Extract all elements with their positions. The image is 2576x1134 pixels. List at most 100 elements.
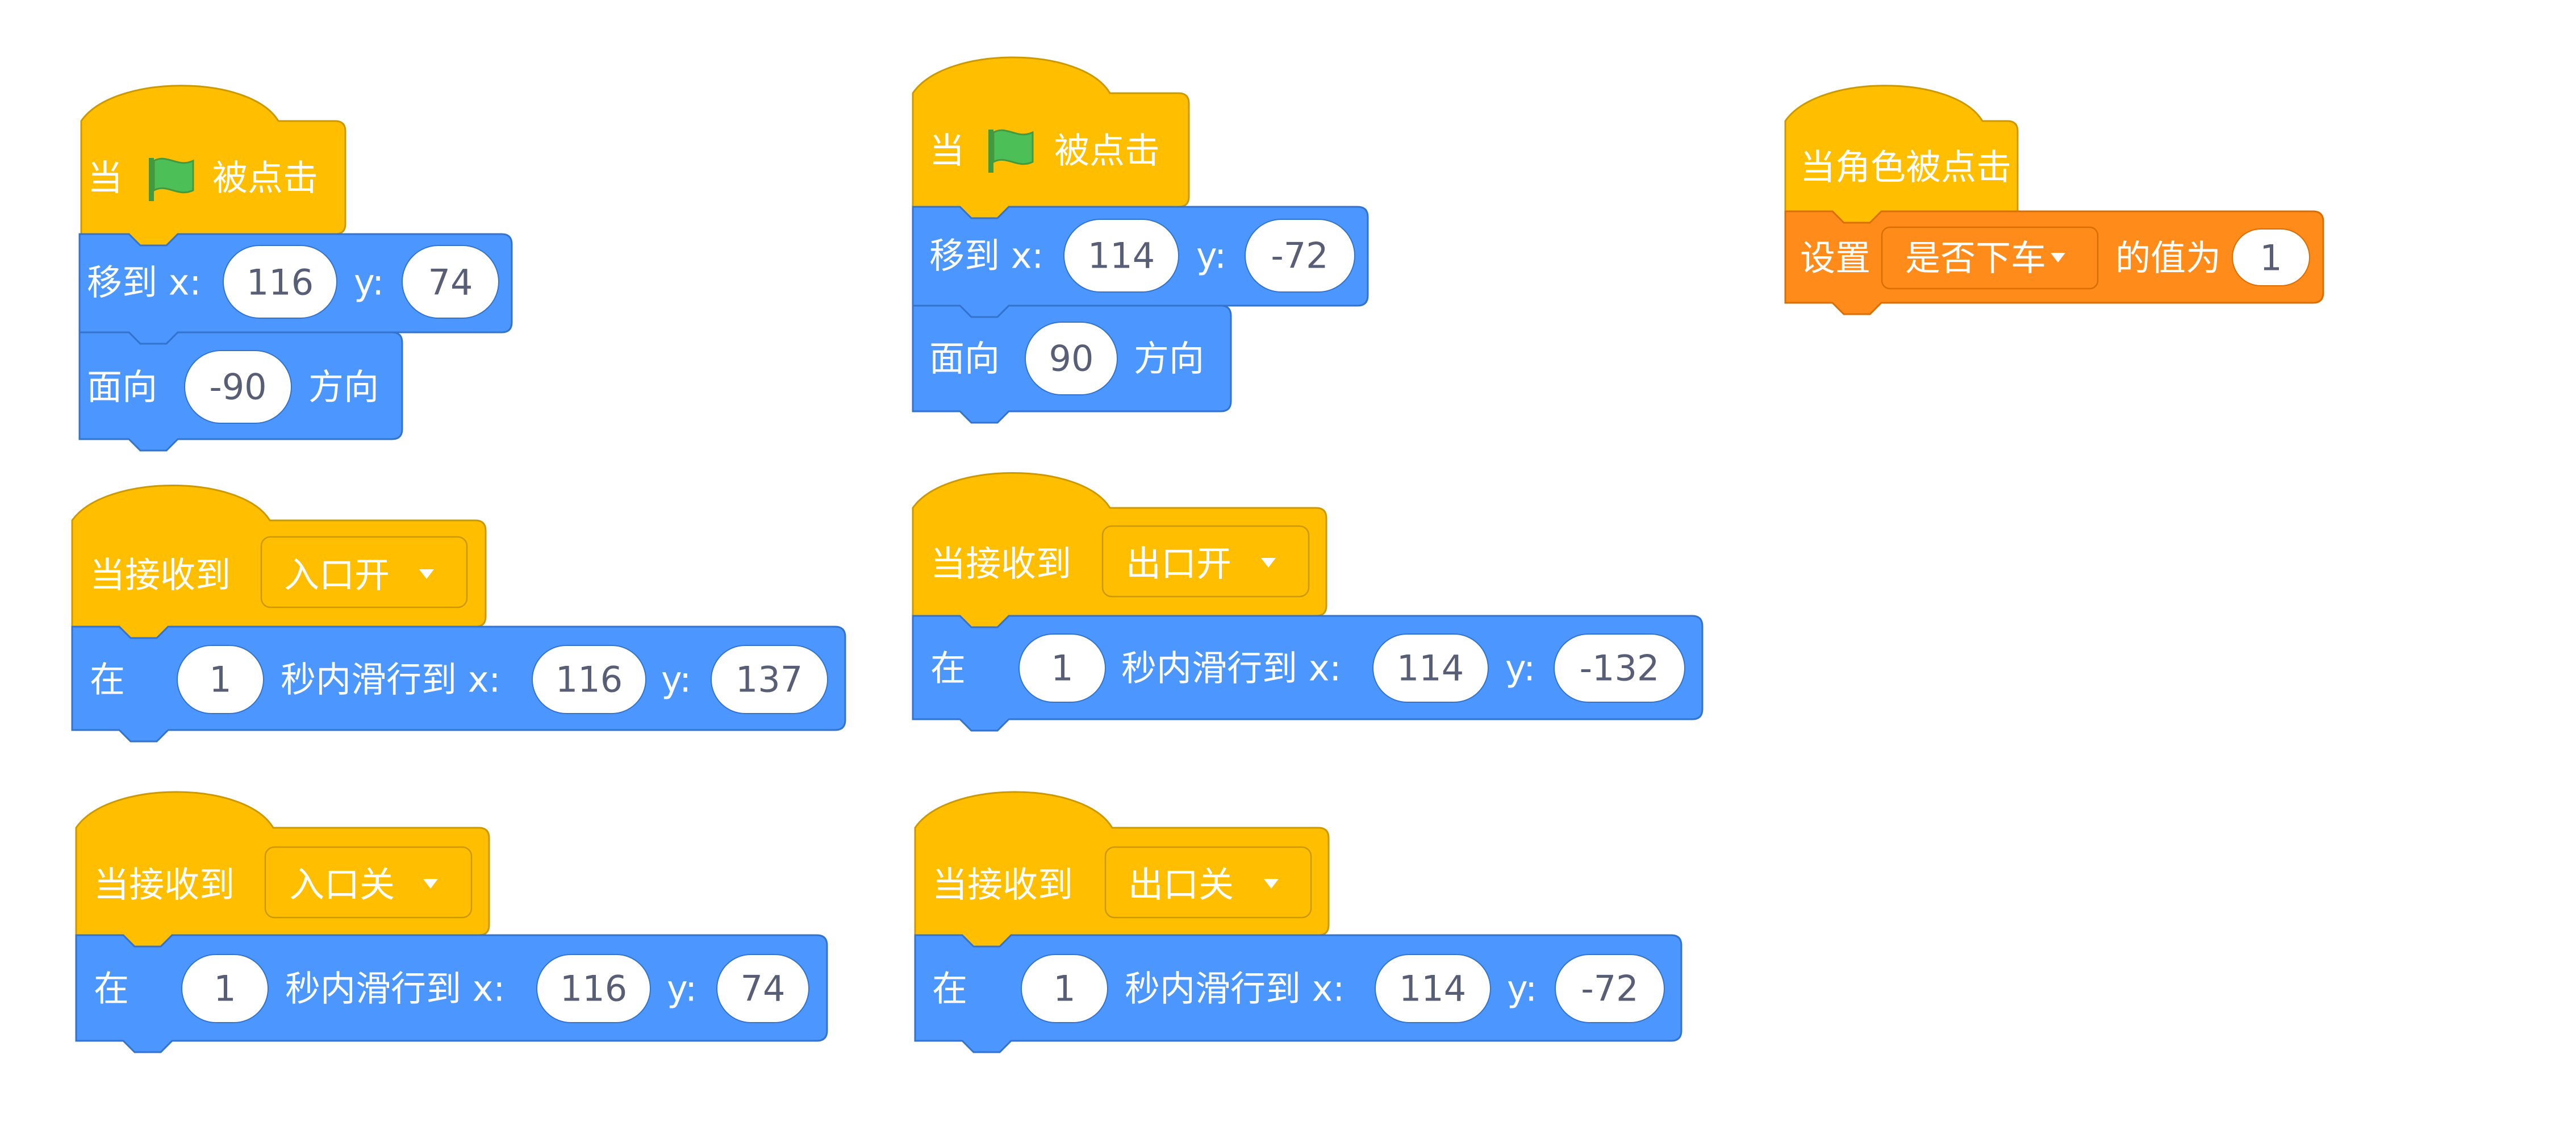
seconds-input[interactable]: 1: [177, 645, 264, 714]
hat-label: 当接收到: [930, 543, 1071, 585]
dropdown-caret-icon: [423, 879, 438, 889]
y-label: y:: [354, 262, 384, 303]
svg-text:1: 1: [1053, 968, 1075, 1010]
svg-text:入口关: 入口关: [289, 864, 395, 906]
when-receive-block[interactable]: 当接收到 入口关: [75, 791, 490, 948]
svg-text:74: 74: [741, 968, 786, 1010]
seconds-input[interactable]: 1: [181, 954, 269, 1023]
y-label: y:: [667, 968, 697, 1010]
y-input[interactable]: -72: [1555, 954, 1665, 1023]
message-dropdown[interactable]: 入口开: [260, 536, 468, 608]
set-variable-block[interactable]: 设置 是否下车 的值为 1: [1784, 210, 2324, 315]
dropdown-caret-icon: [419, 569, 434, 579]
hat-label-clicked: 被点击: [212, 157, 318, 199]
when-receive-block[interactable]: 当接收到 出口开: [912, 472, 1327, 628]
script-2[interactable]: 当 被点击 移到 x: 114 y: -72 面向 90 方向: [912, 56, 1369, 424]
point-in-direction-block[interactable]: 面向 90 方向: [912, 305, 1232, 424]
svg-text:1: 1: [2260, 237, 2282, 279]
direction-input[interactable]: -90: [184, 350, 292, 424]
svg-text:114: 114: [1088, 235, 1155, 277]
seconds-input[interactable]: 1: [1021, 954, 1108, 1023]
svg-text:116: 116: [556, 659, 623, 701]
message-dropdown[interactable]: 出口开: [1101, 525, 1310, 598]
green-flag-icon: [149, 157, 194, 201]
script-1[interactable]: 当 被点击 移到 x: 116 y: 74 面向 -90 方向: [78, 85, 513, 452]
glide-label: 在: [932, 968, 967, 1010]
x-input[interactable]: 114: [1372, 633, 1489, 703]
svg-text:出口开: 出口开: [1126, 543, 1231, 585]
svg-text:-72: -72: [1581, 968, 1638, 1010]
glide-mid-label: 秒内滑行到 x:: [285, 968, 505, 1010]
hat-label-clicked: 被点击: [1054, 130, 1160, 172]
glide-mid-label: 秒内滑行到 x:: [1121, 648, 1341, 689]
script-7[interactable]: 当接收到 出口关 在 1 秒内滑行到 x: 114 y: -72: [914, 791, 1682, 1053]
svg-text:1: 1: [214, 968, 236, 1010]
y-input[interactable]: -132: [1554, 633, 1685, 703]
when-flag-clicked-block[interactable]: 当 被点击: [912, 56, 1190, 219]
hat-label: 当接收到: [932, 864, 1073, 906]
x-input[interactable]: 114: [1375, 954, 1491, 1023]
go-to-label: 移到 x:: [87, 262, 201, 303]
y-label: y:: [1505, 648, 1535, 689]
script-6[interactable]: 当接收到 入口关 在 1 秒内滑行到 x: 116 y: 74: [75, 791, 828, 1053]
glide-to-xy-block[interactable]: 在 1 秒内滑行到 x: 116 y: 74: [75, 934, 828, 1053]
dropdown-caret-icon: [2051, 253, 2065, 262]
script-3[interactable]: 当角色被点击 设置 是否下车 的值为 1: [1784, 85, 2324, 315]
when-flag-clicked-block[interactable]: 当 被点击: [80, 85, 346, 247]
set-label: 设置: [1800, 237, 1871, 279]
x-input[interactable]: 114: [1063, 219, 1179, 293]
go-to-xy-block[interactable]: 移到 x: 116 y: 74: [78, 233, 513, 345]
y-input[interactable]: 74: [402, 245, 499, 319]
variable-dropdown[interactable]: 是否下车: [1881, 226, 2099, 290]
script-5[interactable]: 当接收到 出口开 在 1 秒内滑行到 x: 114 y: -132: [912, 472, 1704, 732]
to-label: 的值为: [2115, 237, 2221, 279]
direction-input[interactable]: 90: [1025, 322, 1118, 395]
point-label: 面向: [87, 366, 157, 408]
hat-label-when: 当: [87, 157, 123, 199]
svg-text:-90: -90: [209, 366, 266, 408]
seconds-input[interactable]: 1: [1018, 633, 1106, 703]
y-label: y:: [661, 659, 691, 701]
when-receive-block[interactable]: 当接收到 出口关: [914, 791, 1330, 948]
script-4[interactable]: 当接收到 入口开 在 1 秒内滑行到 x: 116 y: 137: [71, 485, 846, 743]
x-input[interactable]: 116: [223, 245, 337, 319]
y-input[interactable]: -72: [1245, 219, 1355, 293]
green-flag-icon: [988, 129, 1034, 173]
go-to-label: 移到 x:: [929, 235, 1043, 277]
y-input[interactable]: 137: [711, 645, 828, 714]
x-input[interactable]: 116: [532, 645, 646, 714]
glide-mid-label: 秒内滑行到 x:: [1125, 968, 1345, 1010]
svg-text:入口开: 入口开: [284, 555, 390, 596]
hat-label-when: 当: [929, 130, 965, 172]
svg-text:90: 90: [1049, 338, 1094, 380]
message-dropdown[interactable]: 出口关: [1104, 846, 1312, 919]
hat-label: 当接收到: [94, 864, 235, 906]
value-input[interactable]: 1: [2232, 228, 2310, 286]
x-input[interactable]: 116: [536, 954, 651, 1023]
point-in-direction-block[interactable]: 面向 -90 方向: [78, 331, 403, 452]
dropdown-caret-icon: [1261, 558, 1276, 568]
glide-to-xy-block[interactable]: 在 1 秒内滑行到 x: 114 y: -132: [912, 615, 1704, 732]
glide-mid-label: 秒内滑行到 x:: [281, 659, 500, 701]
message-dropdown[interactable]: 入口关: [264, 846, 473, 919]
svg-text:74: 74: [428, 262, 473, 303]
hat-label: 当接收到: [90, 555, 231, 596]
glide-to-xy-block[interactable]: 在 1 秒内滑行到 x: 114 y: -72: [914, 934, 1682, 1053]
svg-text:114: 114: [1399, 968, 1466, 1010]
svg-text:1: 1: [1051, 648, 1073, 689]
go-to-xy-block[interactable]: 移到 x: 114 y: -72: [912, 206, 1369, 318]
glide-label: 在: [90, 659, 125, 701]
svg-text:116: 116: [247, 262, 314, 303]
glide-to-xy-block[interactable]: 在 1 秒内滑行到 x: 116 y: 137: [71, 626, 846, 743]
when-sprite-clicked-block[interactable]: 当角色被点击: [1784, 85, 2019, 232]
svg-text:是否下车: 是否下车: [1905, 237, 2046, 279]
y-input[interactable]: 74: [716, 954, 809, 1023]
point-label: 面向: [929, 338, 1000, 380]
direction-suffix: 方向: [308, 366, 379, 408]
svg-text:114: 114: [1397, 648, 1464, 689]
glide-label: 在: [930, 648, 966, 689]
direction-suffix: 方向: [1134, 338, 1204, 380]
when-receive-block[interactable]: 当接收到 入口开: [71, 485, 487, 639]
glide-label: 在: [94, 968, 129, 1010]
